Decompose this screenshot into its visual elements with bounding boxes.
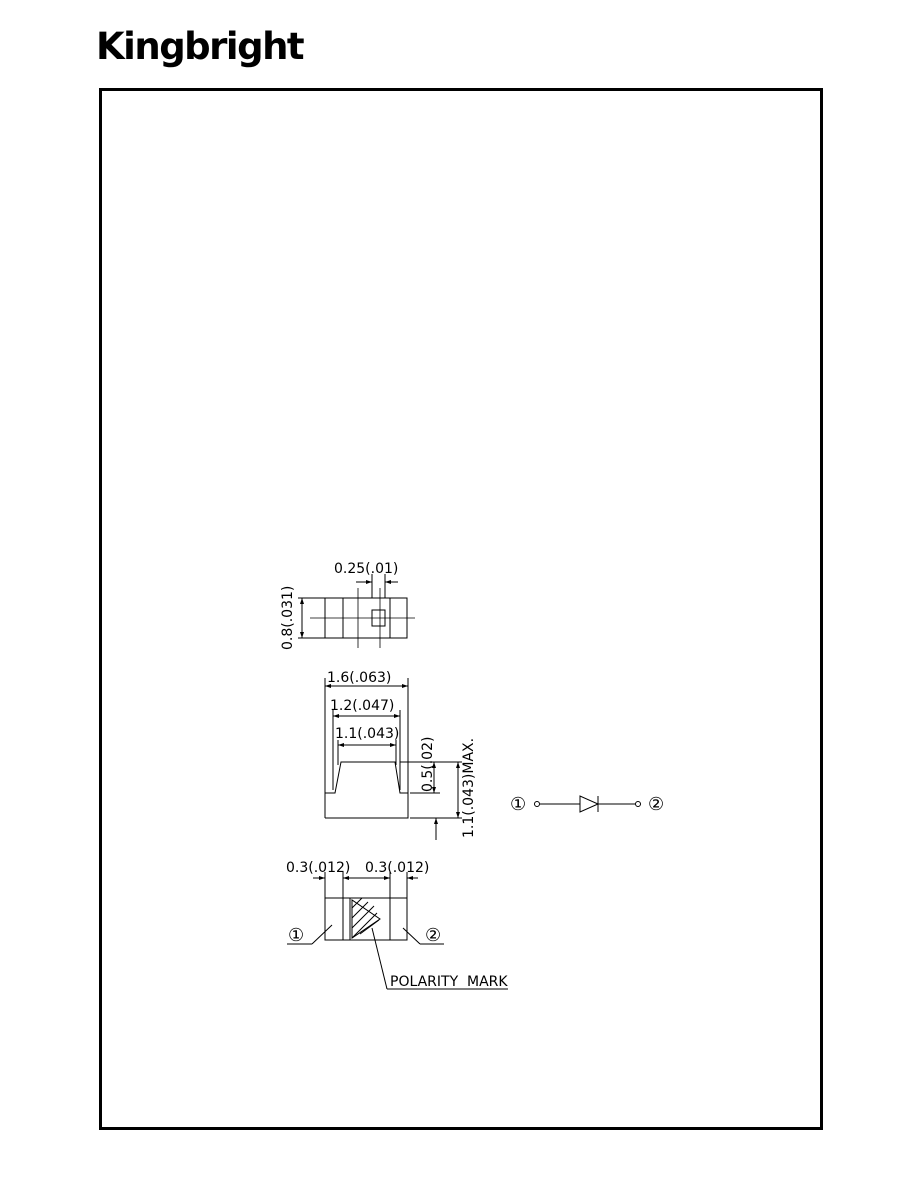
max-height-dimension: 1.1(.043)MAX. [461,738,477,838]
top-view: 0.25(.01) 0.8(.031) [280,561,415,650]
schematic-pin2-label: ② [648,794,664,815]
length-dimension: 1.6(.063) [327,670,391,686]
left-pad-dimension: 0.3(.012) [286,860,350,876]
side-view: 1.6(.063) 1.2(.047) 1.1(.043) 0.5(.02) 1… [324,670,477,840]
pin2-marker-label: ② [425,925,441,946]
right-pad-dimension: 0.3(.012) [365,860,429,876]
kingbright-logo: Kingbright [96,25,305,68]
polarity-mark-label: POLARITY MARK [390,974,508,990]
pad-width-dimension: 0.25(.01) [334,561,398,577]
lens-height-dimension: 0.5(.02) [420,737,436,792]
drawing-frame [99,88,823,1130]
body-height-dimension: 0.8(.031) [280,586,296,650]
schematic-pin1-label: ① [510,794,526,815]
body-width-dimension: 1.2(.047) [330,698,394,714]
diode-schematic: ① ② [510,794,664,815]
bottom-view: 0.3(.012) 0.3(.012) ① ② POLARITY MARK [286,860,508,990]
lens-width-dimension: 1.1(.043) [335,726,399,742]
pin1-marker-label: ① [288,925,304,946]
